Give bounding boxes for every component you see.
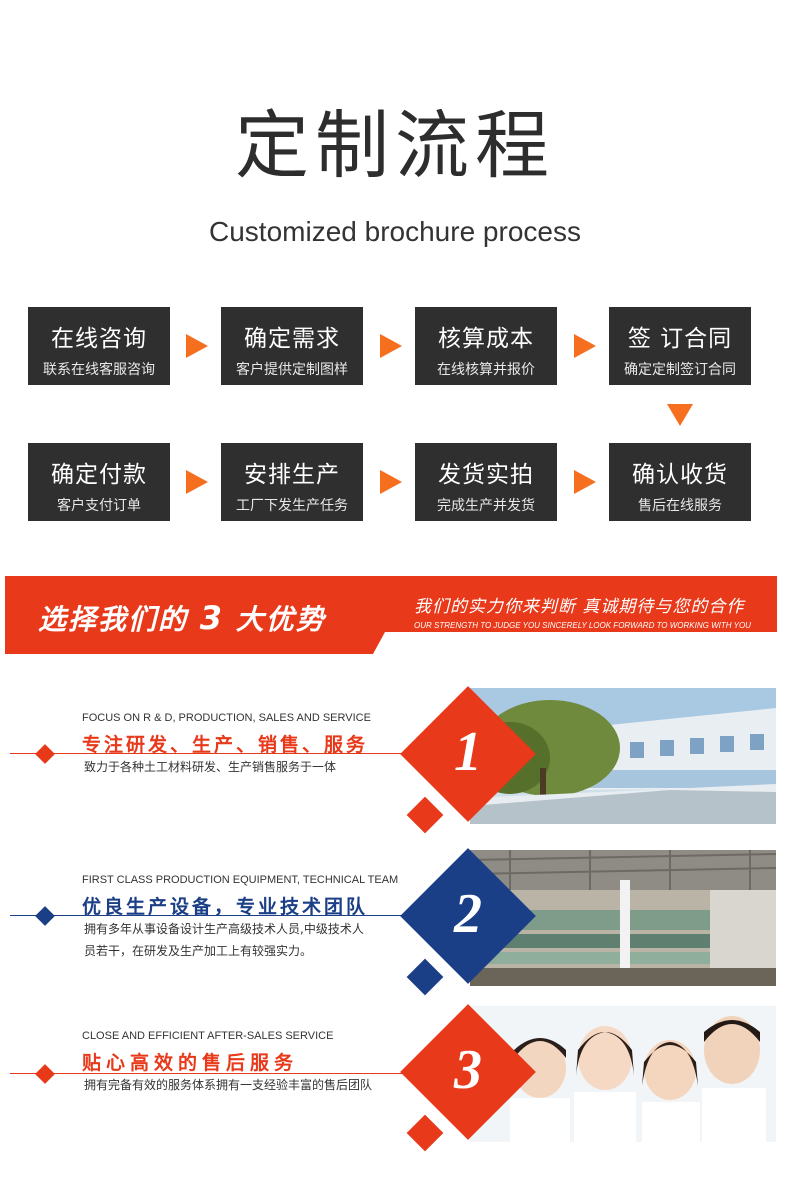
feature-number: 2 xyxy=(454,883,482,945)
arrow-right-icon xyxy=(186,470,208,494)
step-desc: 客户提供定制图样 xyxy=(236,362,348,378)
feature-divider-line xyxy=(10,753,465,754)
feature-description-cont: 员若干，在研发及生产加工上有较强实力。 xyxy=(84,944,313,958)
arrow-right-icon xyxy=(380,334,402,358)
feature-en-title: CLOSE AND EFFICIENT AFTER-SALES SERVICE xyxy=(82,1030,334,1042)
arrow-right-icon xyxy=(380,470,402,494)
feature-number: 3 xyxy=(454,1039,482,1101)
step-confirm-requirements: 确定需求 客户提供定制图样 xyxy=(221,307,363,385)
step-ship-photo: 发货实拍 完成生产并发货 xyxy=(415,443,557,521)
step-arrange-production: 安排生产 工厂下发生产任务 xyxy=(221,443,363,521)
step-desc: 售后在线服务 xyxy=(638,498,722,514)
step-title: 签 订合同 xyxy=(627,326,733,352)
step-desc: 在线核算并报价 xyxy=(437,362,535,378)
step-confirm-payment: 确定付款 客户支付订单 xyxy=(28,443,170,521)
banner-title-number: 3 xyxy=(199,599,225,637)
feature-en-title: FIRST CLASS PRODUCTION EQUIPMENT, TECHNI… xyxy=(82,874,399,886)
feature-description: 致力于各种土工材料研发、生产销售服务于一体 xyxy=(84,760,337,774)
diamond-accent-icon xyxy=(406,796,444,834)
step-desc: 完成生产并发货 xyxy=(437,498,535,514)
step-title: 在线咨询 xyxy=(51,326,147,352)
feature-cn-title: 优良生产设备，专业技术团队 xyxy=(82,896,369,918)
banner-slogan-cn: 我们的实力你来判断 真诚期待与您的合作 xyxy=(414,597,745,617)
feature-divider-line xyxy=(10,915,465,916)
advantages-banner-bg xyxy=(5,576,777,654)
step-title: 确认收货 xyxy=(632,462,728,488)
page-subtitle: Customized brochure process xyxy=(209,216,581,247)
arrow-down-icon xyxy=(667,404,693,426)
step-title: 确定需求 xyxy=(244,326,340,352)
feature-description: 拥有完备有效的服务体系拥有一支经验丰富的售后团队 xyxy=(84,1078,373,1092)
step-desc: 工厂下发生产任务 xyxy=(236,498,348,514)
feature-divider-line xyxy=(10,1073,465,1074)
step-cost-calc: 核算成本 在线核算并报价 xyxy=(415,307,557,385)
step-confirm-receipt: 确认收货 售后在线服务 xyxy=(609,443,751,521)
banner-slogan-en: OUR STRENGTH TO JUDGE YOU SINCERELY LOOK… xyxy=(414,621,751,630)
banner-title-suffix: 大优势 xyxy=(224,603,326,636)
diamond-accent-icon xyxy=(406,1114,444,1152)
banner-slogan: 我们的实力你来判断 真诚期待与您的合作 OUR STRENGTH TO JUDG… xyxy=(414,592,764,630)
production-equipment-photo xyxy=(470,850,776,986)
step-title: 确定付款 xyxy=(51,462,147,488)
diamond-bullet-icon xyxy=(35,1064,55,1084)
diamond-bullet-icon xyxy=(35,906,55,926)
arrow-right-icon xyxy=(186,334,208,358)
diamond-bullet-icon xyxy=(35,744,55,764)
step-sign-contract: 签 订合同 确定定制签订合同 xyxy=(609,307,751,385)
page-title: 定制流程 xyxy=(235,103,555,189)
feature-description: 拥有多年从事设备设计生产高级技术人员,中级技术人 xyxy=(84,922,364,936)
arrow-right-icon xyxy=(574,470,596,494)
feature-cn-title: 贴心高效的售后服务 xyxy=(82,1052,299,1074)
feature-cn-title: 专注研发、生产、销售、服务 xyxy=(82,734,369,756)
step-title: 发货实拍 xyxy=(438,462,534,488)
advantages-banner-title: 选择我们的 3 大优势 xyxy=(38,598,326,638)
customer-service-photo xyxy=(470,1006,776,1142)
step-online-consult: 在线咨询 联系在线客服咨询 xyxy=(28,307,170,385)
step-desc: 联系在线客服咨询 xyxy=(43,362,155,378)
step-title: 核算成本 xyxy=(438,326,534,352)
banner-title-prefix: 选择我们的 xyxy=(38,603,200,636)
step-title: 安排生产 xyxy=(244,462,340,488)
step-desc: 客户支付订单 xyxy=(57,498,141,514)
arrow-right-icon xyxy=(574,334,596,358)
step-desc: 确定定制签订合同 xyxy=(624,362,736,378)
diamond-accent-icon xyxy=(406,958,444,996)
feature-number: 1 xyxy=(454,721,482,783)
feature-en-title: FOCUS ON R & D, PRODUCTION, SALES AND SE… xyxy=(82,712,371,724)
